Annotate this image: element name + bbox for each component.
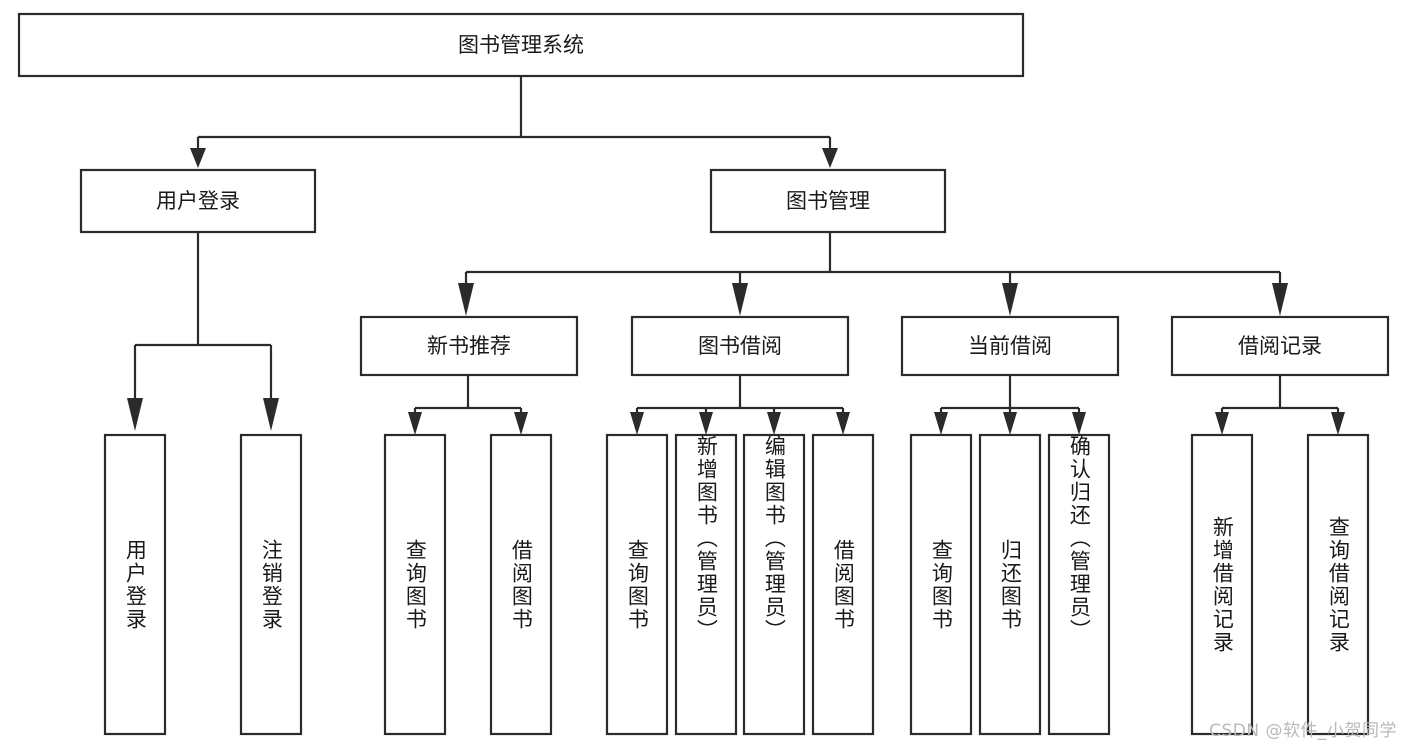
arrowhead-bookmgmt-to-borrow: [732, 283, 748, 316]
leaf-box-login-1[interactable]: [103, 433, 167, 736]
node-borrow-records-label: 借阅记录: [1238, 334, 1322, 358]
arrowhead-bookmgmt-to-records: [1272, 283, 1288, 316]
arrowhead-current-leaf-3: [1072, 412, 1086, 435]
connector-group-records: [1215, 375, 1345, 435]
node-user-login[interactable]: 用户登录: [79, 168, 317, 234]
node-book-management[interactable]: 图书管理: [709, 168, 947, 234]
node-current-borrow-box[interactable]: [900, 315, 1120, 377]
node-book-management-box[interactable]: [709, 168, 947, 234]
arrowhead-borrow-leaf-3: [767, 412, 781, 435]
leaf-box-newbook-1[interactable]: [383, 433, 447, 736]
arrowhead-borrow-leaf-1: [630, 412, 644, 435]
node-new-book-recommend[interactable]: 新书推荐: [359, 315, 579, 377]
node-current-borrow-label: 当前借阅: [968, 334, 1052, 358]
leaf-box-current-2[interactable]: [978, 433, 1042, 736]
node-root-label: 图书管理系统: [458, 33, 584, 57]
leaf-box-current-1[interactable]: [909, 433, 973, 736]
arrowhead-borrow-leaf-4: [836, 412, 850, 435]
arrowhead-bookmgmt-to-current: [1002, 283, 1018, 316]
node-book-management-label: 图书管理: [786, 189, 870, 213]
arrowhead-newbook-leaf-2: [514, 412, 528, 435]
node-current-borrow[interactable]: 当前借阅: [900, 315, 1120, 377]
node-book-borrow[interactable]: 图书借阅: [630, 315, 850, 377]
node-borrow-records[interactable]: 借阅记录: [1170, 315, 1390, 377]
leaf-box-newbook-2[interactable]: [489, 433, 553, 736]
arrowhead-current-leaf-2: [1003, 412, 1017, 435]
connector-group-current: [934, 375, 1086, 435]
connector-group-newbook: [408, 375, 528, 435]
node-book-borrow-box[interactable]: [630, 315, 850, 377]
arrowhead-login-leaf-1: [127, 398, 143, 431]
arrowhead-records-leaf-1: [1215, 412, 1229, 435]
leaf-box-borrow-3[interactable]: [742, 433, 806, 736]
arrowhead-newbook-leaf-1: [408, 412, 422, 435]
connector-group-borrow: [630, 375, 850, 435]
leaf-box-login-2[interactable]: [239, 433, 303, 736]
leaf-box-borrow-1[interactable]: [605, 433, 669, 736]
arrowhead-root-to-login: [190, 148, 206, 168]
connector-group-login: [127, 232, 279, 431]
arrowhead-root-to-bookmgmt: [822, 148, 838, 168]
csdn-watermark: CSDN @软件_小贺同学: [1209, 721, 1397, 741]
leaf-box-records-2[interactable]: [1306, 433, 1370, 736]
arrowhead-current-leaf-1: [934, 412, 948, 435]
arrowhead-bookmgmt-to-newbook: [458, 283, 474, 316]
node-book-borrow-label: 图书借阅: [698, 334, 782, 358]
arrowhead-login-leaf-2: [263, 398, 279, 431]
node-borrow-records-box[interactable]: [1170, 315, 1390, 377]
arrowhead-records-leaf-2: [1331, 412, 1345, 435]
connector-group-bookmgmt: [458, 232, 1288, 316]
connector-group-root: [190, 76, 838, 168]
arrowhead-borrow-leaf-2: [699, 412, 713, 435]
leaf-box-records-1[interactable]: [1190, 433, 1254, 736]
node-root-box[interactable]: [17, 12, 1025, 78]
node-root[interactable]: 图书管理系统: [17, 12, 1025, 78]
leaf-box-current-3[interactable]: [1047, 433, 1111, 736]
node-user-login-box[interactable]: [79, 168, 317, 234]
leaf-box-borrow-4[interactable]: [811, 433, 875, 736]
node-new-book-recommend-label: 新书推荐: [427, 334, 511, 358]
node-user-login-label: 用户登录: [156, 189, 240, 213]
leaf-box-borrow-2[interactable]: [674, 433, 738, 736]
node-new-book-recommend-box[interactable]: [359, 315, 579, 377]
